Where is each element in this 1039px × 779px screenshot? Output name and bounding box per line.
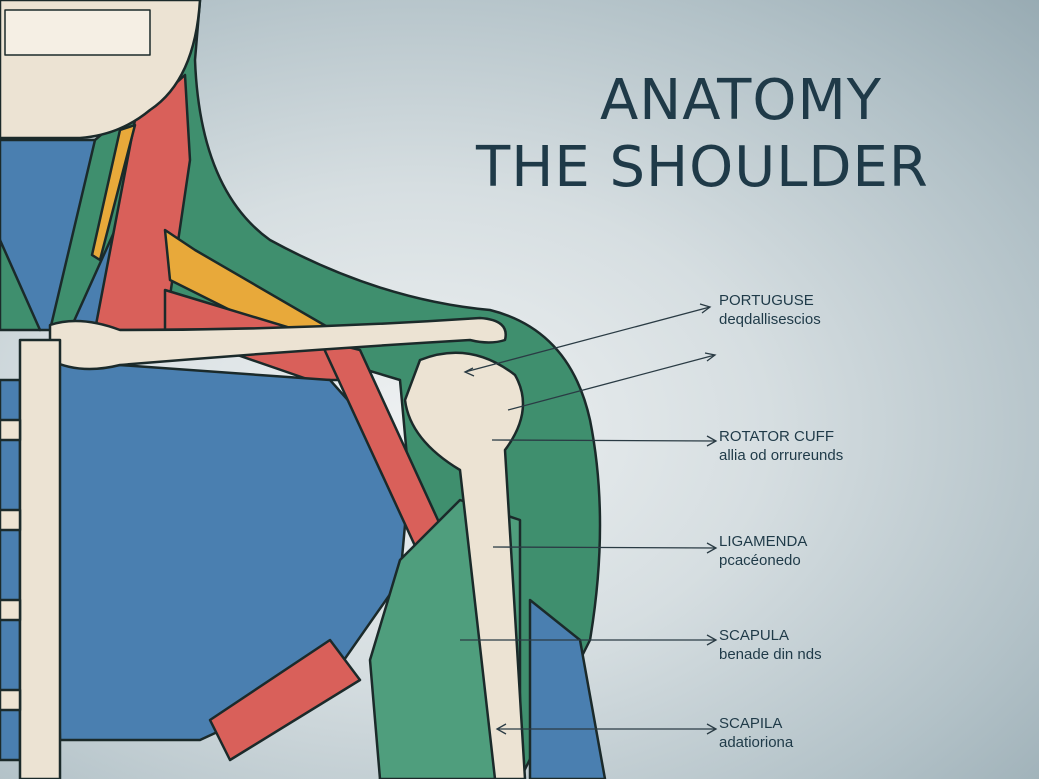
- clavicle-bone: [48, 316, 507, 371]
- label-heading: SCAPULA: [719, 627, 790, 644]
- label-subtext: deqdallisescios: [719, 311, 821, 328]
- triceps-muscle: [528, 598, 607, 779]
- humerus-bone: [403, 351, 527, 779]
- sternum-bone: [18, 338, 62, 779]
- label-scapula: SCAPULA benade din nds: [719, 626, 822, 664]
- label-ligamenda: LIGAMENDA pcacéonedo: [719, 532, 807, 570]
- label-subtext: allia od orrureunds: [719, 447, 844, 464]
- pectoral-muscle: [48, 358, 412, 742]
- label-heading: LIGAMENDA: [719, 533, 808, 550]
- label-heading: PORTUGUSE: [719, 292, 814, 309]
- label-subtext: benade din nds: [719, 646, 822, 663]
- label-subtext: pcacéonedo: [719, 552, 801, 569]
- label-portuguse: PORTUGUSE deqdallisescios: [719, 291, 821, 329]
- label-heading: ROTATOR CUFF: [719, 428, 834, 445]
- label-subtext: adatioriona: [719, 734, 794, 751]
- label-scapila: SCAPILA adatioriona: [719, 714, 793, 752]
- title-line-2: THE SHOULDER: [476, 135, 929, 200]
- label-heading: SCAPILA: [719, 715, 783, 732]
- title-line-1: ANATOMY: [600, 68, 882, 133]
- label-rotator-cuff: ROTATOR CUFF allia od orrureunds: [719, 427, 843, 465]
